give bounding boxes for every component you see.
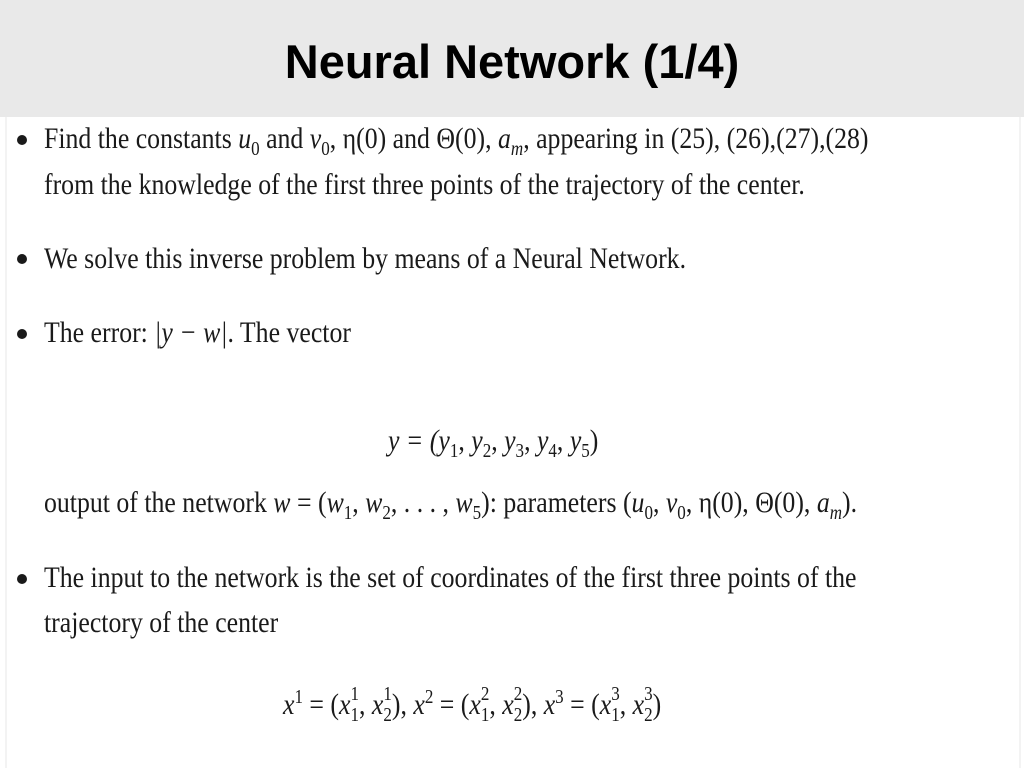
left-edge	[5, 117, 7, 768]
bullet-4-line-1: The input to the network is the set of c…	[44, 561, 857, 594]
slide-content	[0, 117, 1024, 768]
bullet-2-line-1: We solve this inverse problem by means o…	[44, 242, 687, 275]
equation-y-vector: y = (y1, y2, y3, y4, y5)	[388, 424, 599, 462]
slide-title: Neural Network (1/4)	[284, 35, 740, 88]
bullet-3-line-1: The error: |y − w|. The vector	[44, 316, 351, 349]
bullet-1	[17, 135, 27, 145]
right-edge	[1019, 117, 1021, 768]
bullet-1-line-2: from the knowledge of the first three po…	[44, 168, 805, 201]
bullet-3	[17, 329, 27, 339]
bullet-1-line-1: Find the constants u0 and v0, η(0) and Θ…	[44, 122, 869, 160]
output-network-line: output of the network w = (w1, w2, . . .…	[44, 486, 858, 524]
bullet-4	[17, 574, 27, 584]
bullet-2	[17, 254, 27, 264]
title-bar	[0, 0, 1024, 117]
bullet-4-line-2: trajectory of the center	[44, 606, 279, 639]
